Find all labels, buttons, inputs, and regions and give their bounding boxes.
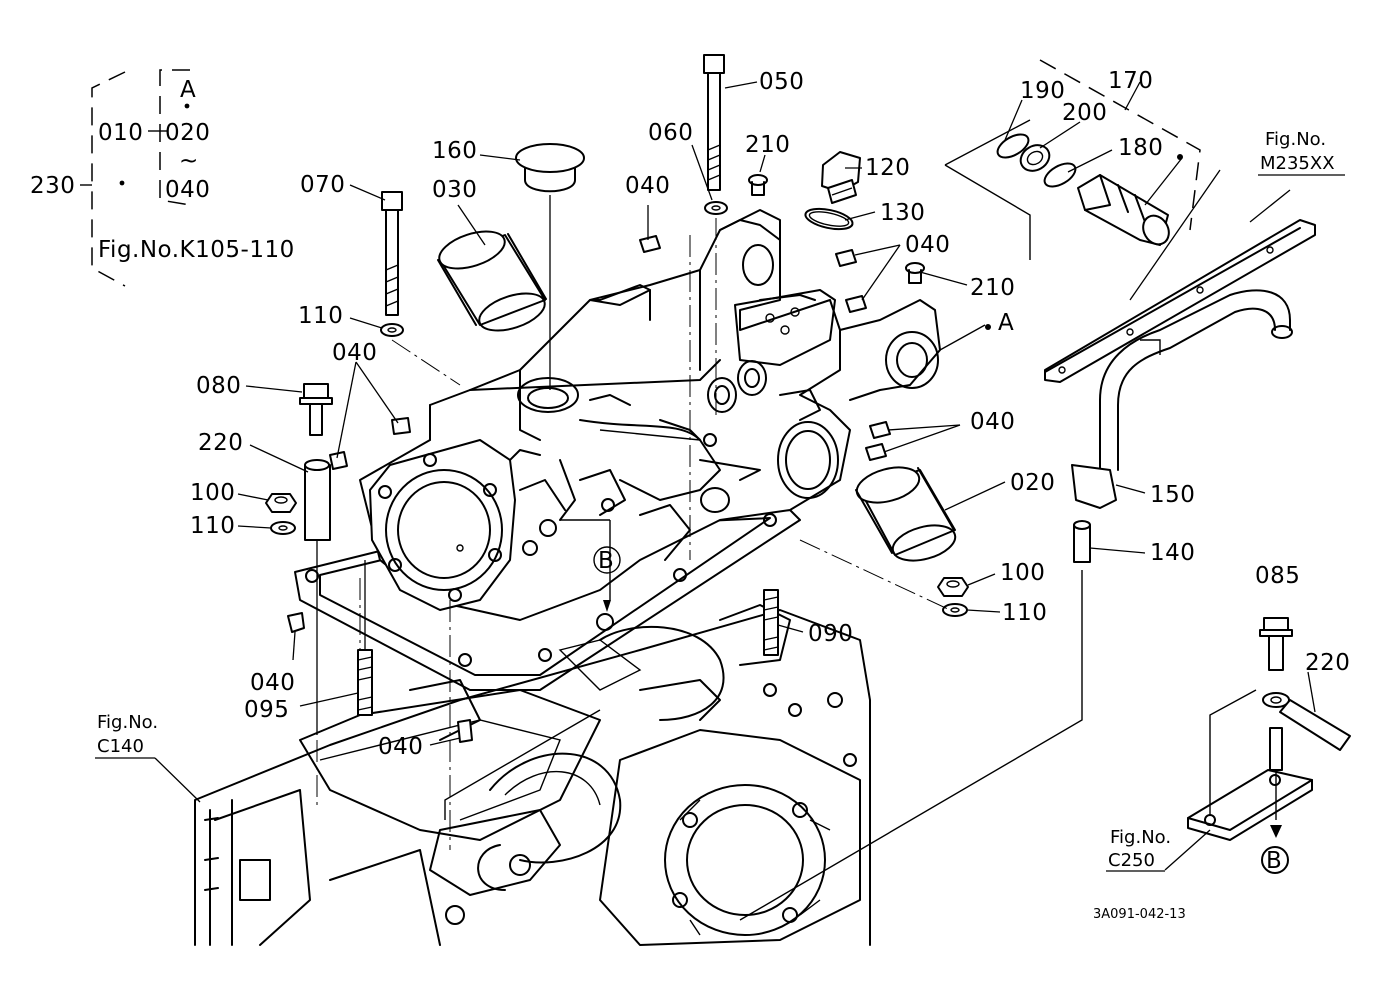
- hex-bolt-icon: [299, 383, 333, 436]
- figure-references: Fig.No. M235XX Fig.No. C140 Fig.No. C250: [95, 129, 1345, 872]
- transmission-case: [194, 604, 871, 946]
- figure-code: 3A091-042-13: [1093, 907, 1186, 922]
- assembly-main-number: 230: [30, 173, 75, 199]
- callout-070: 070: [300, 172, 345, 198]
- ref-b-circle: [593, 546, 621, 574]
- fig-ref-m235-code: M235XX: [1260, 153, 1335, 174]
- washer-icon: [270, 521, 296, 535]
- callout-190: 190: [1020, 78, 1065, 104]
- washer-icon: [942, 603, 968, 617]
- valve-icon: [821, 151, 861, 204]
- callout-220-left: 220: [198, 430, 243, 456]
- callout-170: 170: [1108, 68, 1153, 94]
- callout-040-left: 040: [332, 340, 377, 366]
- fig-ref-c250-code: C250: [1108, 850, 1155, 871]
- assembly-ref-figure: Fig.No.K105-110: [98, 237, 295, 263]
- callout-100-right: 100: [1000, 560, 1045, 586]
- callout-095: 095: [244, 697, 289, 723]
- callout-090: 090: [808, 621, 853, 647]
- hex-bolt-icon: [381, 191, 403, 316]
- reference-lines: [316, 169, 1291, 921]
- fig-ref-c140-label: Fig.No.: [97, 712, 158, 733]
- callout-110-right: 110: [1002, 600, 1047, 626]
- bracket-assembly: [1187, 617, 1351, 874]
- callout-140: 140: [1150, 540, 1195, 566]
- callout-110-mid-left: 110: [190, 513, 235, 539]
- callout-040-bottom-left: 040: [250, 670, 295, 696]
- callout-120: 120: [865, 155, 910, 181]
- assembly-bracket: 230 010 A 020 ~ 040 Fig.No.K105-110: [30, 69, 295, 287]
- assembly-range-end: 040: [165, 177, 210, 203]
- bushing-030: [437, 230, 547, 332]
- callout-040-bottom: 040: [378, 734, 423, 760]
- assembly-range-start: 020: [165, 120, 210, 146]
- valve-assembly-170: [944, 59, 1201, 330]
- assembly-top-ref: A: [180, 77, 196, 103]
- o-ring-icon: [804, 207, 854, 231]
- callout-040-upper-right: 040: [905, 232, 950, 258]
- callout-ref-a: A: [998, 310, 1014, 336]
- callout-130: 130: [880, 200, 925, 226]
- callout-020: 020: [1010, 470, 1055, 496]
- callout-150: 150: [1150, 482, 1195, 508]
- callout-110-left: 110: [298, 303, 343, 329]
- callout-100-left: 100: [190, 480, 235, 506]
- nut-icon: [937, 577, 969, 597]
- callout-160: 160: [432, 138, 477, 164]
- callout-060: 060: [648, 120, 693, 146]
- callout-030: 030: [432, 177, 477, 203]
- fig-ref-c250-label: Fig.No.: [1110, 827, 1171, 848]
- assembly-range-symbol: ~: [179, 148, 199, 174]
- plug-icon: [287, 235, 891, 743]
- callout-180: 180: [1118, 135, 1163, 161]
- pipe-icon: [1044, 219, 1316, 563]
- callout-085: 085: [1255, 563, 1300, 589]
- washer-icon: [380, 323, 404, 337]
- callout-ref-b-right: B: [1266, 848, 1282, 874]
- front-flange: [369, 439, 516, 611]
- callout-210-right: 210: [970, 275, 1015, 301]
- callout-labels: 050 060 210 160 030 070 040 120 130 040 …: [190, 68, 1350, 874]
- callout-040-right: 040: [970, 409, 1015, 435]
- bushing-020: [855, 466, 957, 562]
- nut-icon: [265, 493, 297, 513]
- cap-160: [515, 143, 585, 390]
- callout-200: 200: [1062, 100, 1107, 126]
- leader-lines: [154, 81, 1316, 871]
- callout-210-upper: 210: [745, 132, 790, 158]
- stud-icon: [763, 589, 779, 656]
- fig-ref-m235-label: Fig.No.: [1265, 129, 1326, 150]
- callout-050: 050: [759, 69, 804, 95]
- callout-080: 080: [196, 373, 241, 399]
- plug-icon: [748, 174, 925, 284]
- callout-040-top: 040: [625, 173, 670, 199]
- callout-220-right: 220: [1305, 650, 1350, 676]
- hex-bolt-icon: [703, 54, 725, 191]
- callout-ref-b-center: B: [598, 548, 614, 574]
- assembly-sub-number: 010: [98, 120, 143, 146]
- washer-icon: [704, 201, 728, 215]
- fig-ref-c140-code: C140: [97, 736, 144, 757]
